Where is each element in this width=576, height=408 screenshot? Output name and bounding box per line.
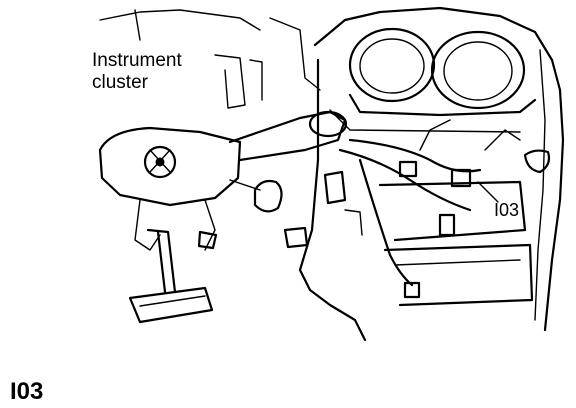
connector-leader-line	[477, 181, 499, 203]
instrument-cluster	[329, 27, 537, 133]
brake-pedal	[128, 228, 218, 324]
connector-label: I03	[494, 200, 520, 220]
steering-column	[98, 110, 348, 251]
figure-code: I03	[10, 378, 44, 405]
wiring-harness	[338, 119, 551, 299]
dashboard-frame	[298, 6, 565, 342]
instrument-cluster-label: Instrument cluster	[92, 50, 222, 94]
upper-left-panel-lines	[99, 9, 321, 109]
instrument-cluster-label-line1: Instrument	[92, 50, 182, 71]
center-console	[283, 170, 534, 307]
instrument-cluster-label-line2: cluster	[92, 72, 148, 93]
